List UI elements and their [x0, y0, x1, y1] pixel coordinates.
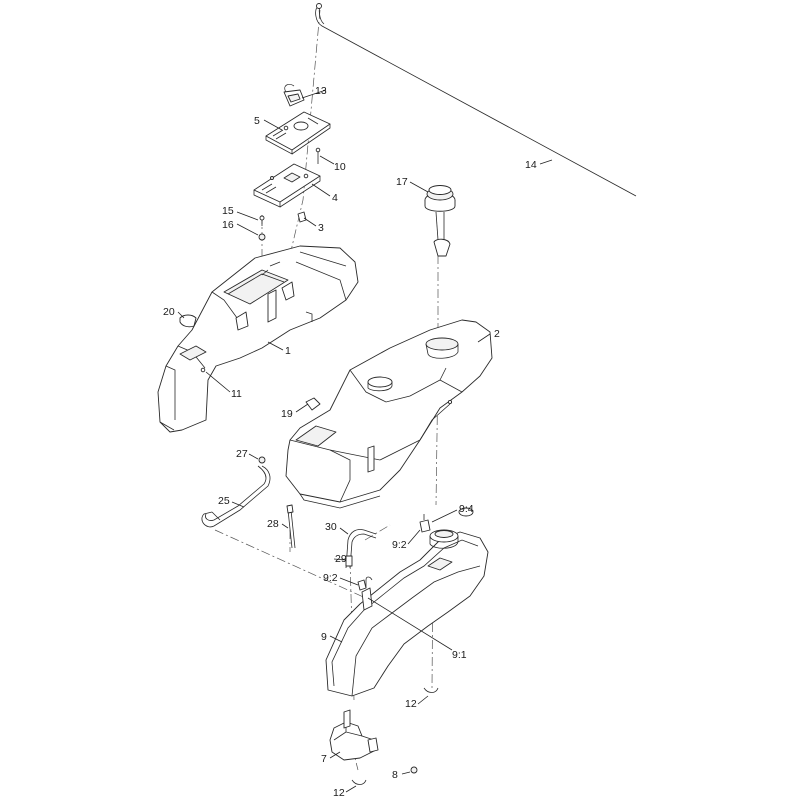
callout-14: 14 — [525, 159, 537, 171]
part-29-fitting — [345, 555, 353, 567]
part-3-clip — [297, 211, 307, 223]
callout-3: 3 — [318, 222, 324, 234]
part-9-2-fittings — [357, 514, 431, 591]
part-2-body-shroud — [285, 319, 493, 509]
callout-labels: 13 5 10 4 3 15 16 17 14 20 1 11 2 19 27 … — [163, 85, 537, 799]
callout-4: 4 — [332, 192, 338, 204]
callout-8: 8 — [392, 769, 398, 781]
callout-11: 11 — [231, 388, 242, 400]
part-7-bracket — [329, 709, 379, 761]
callout-1: 1 — [285, 345, 291, 357]
part-10-pin — [315, 147, 321, 164]
callout-28: 28 — [267, 518, 279, 530]
callout-10: 10 — [334, 161, 346, 173]
callout-29: 29 — [335, 553, 347, 565]
part-19-pad — [305, 397, 321, 411]
part-8-screw — [410, 766, 418, 774]
part-28-strap — [286, 504, 296, 549]
callout-25: 25 — [218, 495, 230, 507]
callout-9-4: 9:4 — [459, 503, 474, 515]
callout-9-2-lower: 9:2 — [323, 572, 338, 584]
callout-7: 7 — [321, 753, 327, 765]
part-27-fitting — [258, 456, 266, 464]
part-14-rod — [315, 3, 637, 197]
callout-27: 27 — [236, 448, 248, 460]
part-4-plate — [253, 163, 321, 208]
callout-20: 20 — [163, 306, 175, 318]
part-15-16-fasteners — [258, 215, 266, 241]
callout-13: 13 — [315, 85, 327, 97]
part-17-fuel-cap — [424, 185, 456, 257]
part-5-plate — [265, 111, 331, 155]
part-13-bracket — [283, 84, 305, 107]
callout-17: 17 — [396, 176, 408, 188]
callout-9-1: 9:1 — [452, 649, 467, 661]
part-1-console — [157, 245, 359, 433]
callout-15: 15 — [222, 205, 234, 217]
part-25-hose — [201, 465, 271, 528]
callout-30: 30 — [325, 521, 337, 533]
callout-9: 9 — [321, 631, 327, 643]
callout-12-lower: 12 — [333, 787, 345, 799]
part-9-fuel-tank — [325, 507, 489, 697]
callout-12-upper: 12 — [405, 698, 417, 710]
part-12-clips — [351, 687, 439, 785]
callout-16: 16 — [222, 219, 234, 231]
callout-5: 5 — [254, 115, 260, 127]
callout-2: 2 — [494, 328, 500, 340]
callout-19: 19 — [281, 408, 293, 420]
leader-lines — [177, 89, 553, 793]
part-30-tube — [345, 529, 377, 569]
callout-9-2-upper: 9:2 — [392, 539, 407, 551]
